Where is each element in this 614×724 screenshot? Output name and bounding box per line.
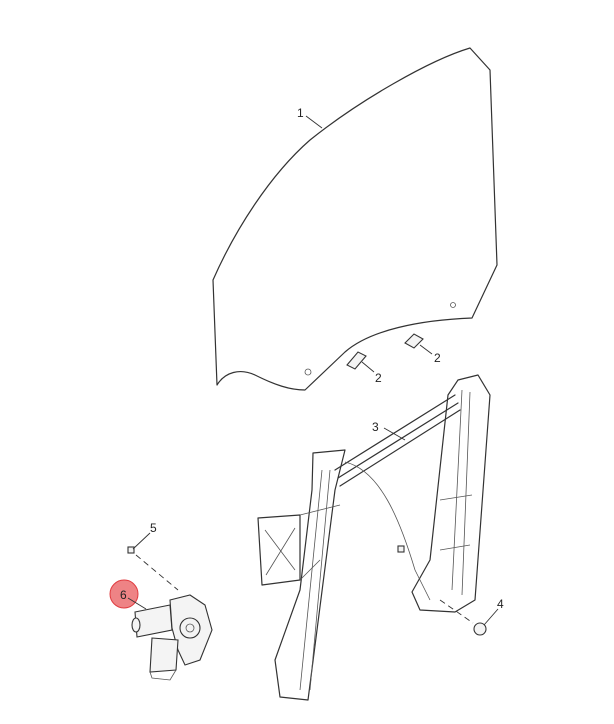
glass-clip-left[interactable] bbox=[346, 351, 367, 370]
window-glass[interactable] bbox=[212, 47, 498, 391]
callout-label: 1 bbox=[297, 106, 304, 120]
glass-clip-right[interactable] bbox=[404, 333, 424, 349]
callout-label: 2 bbox=[434, 351, 441, 365]
callout-label: 5 bbox=[150, 521, 157, 535]
callout-2-left: 2 bbox=[361, 361, 382, 385]
window-motor[interactable] bbox=[131, 594, 213, 681]
screw[interactable] bbox=[127, 546, 179, 591]
highlight-marker[interactable] bbox=[109, 579, 139, 609]
callout-label: 4 bbox=[497, 597, 504, 611]
callout-4: 4 bbox=[483, 597, 504, 626]
callout-label: 2 bbox=[375, 371, 382, 385]
window-regulator[interactable] bbox=[257, 374, 491, 701]
callout-2-right: 2 bbox=[419, 344, 441, 365]
callout-label: 6 bbox=[120, 588, 127, 602]
callout-5: 5 bbox=[132, 521, 157, 550]
callout-1: 1 bbox=[297, 106, 323, 129]
callout-label: 3 bbox=[372, 420, 379, 434]
callout-3: 3 bbox=[372, 420, 406, 441]
callout-6[interactable]: 6 bbox=[109, 579, 147, 610]
nut[interactable] bbox=[439, 599, 487, 636]
